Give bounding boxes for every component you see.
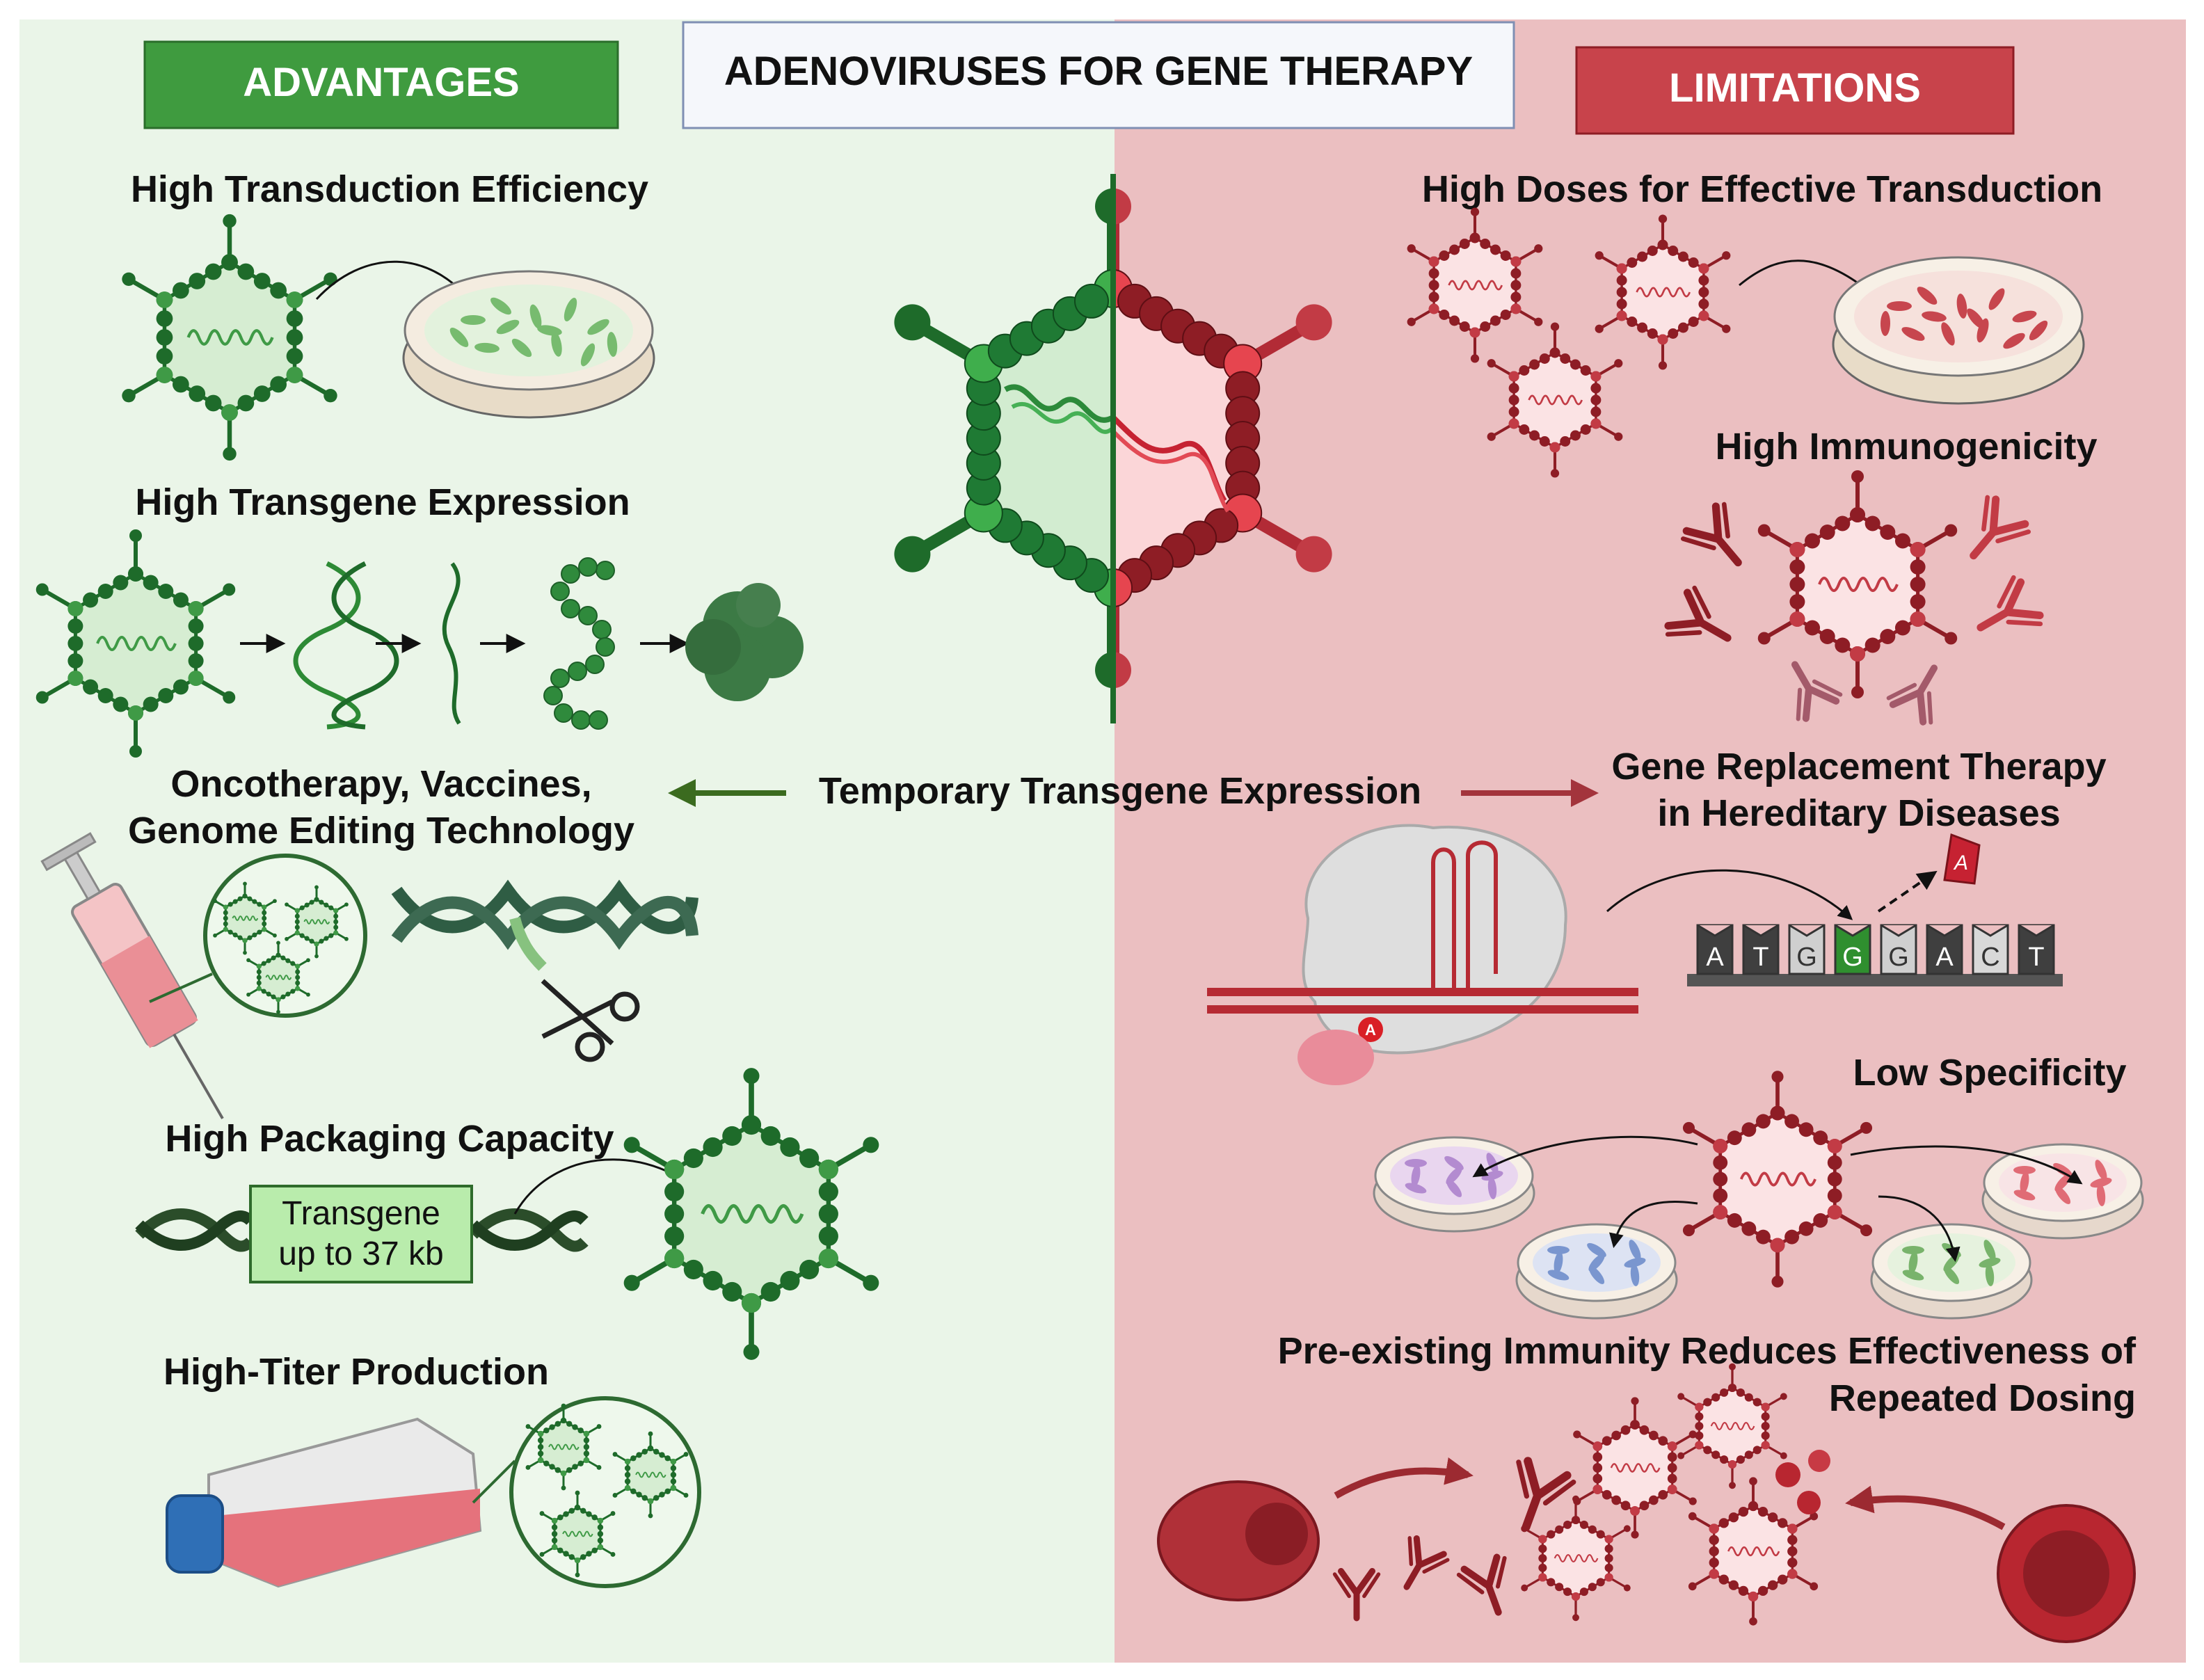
petri-dish-icon — [1832, 256, 2085, 405]
high-titer-label: High-Titer Production — [163, 1351, 549, 1393]
transduction-efficiency-label: High Transduction Efficiency — [131, 168, 648, 210]
gene-replacement-label-line1: Gene Replacement Therapy — [1611, 746, 2106, 787]
preexisting-immunity-label-line1: Pre-existing Immunity Reduces Effectiven… — [1278, 1330, 2137, 1372]
sequence-base: T — [2028, 943, 2044, 972]
preexisting-immunity-label-line2: Repeated Dosing — [1829, 1377, 2136, 1419]
antibody-icon — [1332, 1457, 1576, 1622]
magnified-viruses-icon — [149, 854, 367, 1018]
dna-helix-icon — [293, 561, 399, 730]
advantages-header: ADVANTAGES — [243, 60, 519, 105]
advantages-badge: ADVANTAGES — [143, 40, 619, 129]
page-title: ADENOVIRUSES FOR GENE THERAPY — [724, 49, 1473, 94]
antibody-icon — [1664, 495, 2044, 726]
syringe-icon — [40, 832, 224, 1119]
expression-pipeline — [240, 557, 804, 730]
adenovirus-icon — [1521, 1363, 1819, 1626]
protein-icon — [685, 583, 804, 701]
transgene-expression-label: High Transgene Expression — [135, 481, 630, 523]
cas-complex-icon: A — [1207, 824, 1638, 1085]
rna-marker-letter: A — [1365, 1021, 1376, 1039]
transgene-box-line1: Transgene — [282, 1195, 440, 1232]
packaging-capacity-label: High Packaging Capacity — [165, 1118, 614, 1160]
amino-acid-chain-icon — [543, 557, 615, 730]
adenovirus-icon — [1407, 207, 1731, 478]
high-doses-label: High Doses for Effective Transduction — [1422, 168, 2102, 210]
low-specificity-label: Low Specificity — [1853, 1052, 2126, 1094]
culture-flask-icon — [166, 1417, 482, 1588]
title-box: ADENOVIRUSES FOR GENE THERAPY — [682, 21, 1515, 129]
scissors-icon — [541, 979, 640, 1062]
temporary-expression-label: Temporary Transgene Expression — [819, 770, 1421, 812]
petri-dish-icon — [402, 270, 655, 419]
magnified-titer-viruses-icon — [472, 1396, 701, 1588]
immunogenicity-label: High Immunogenicity — [1715, 426, 2097, 467]
gene-replacement-label-line2: in Hereditary Diseases — [1657, 792, 2060, 834]
petri-dishes-icon — [1373, 1136, 2144, 1320]
limitations-header: LIMITATIONS — [1669, 65, 1921, 111]
sequence-base: C — [1981, 943, 1999, 972]
sequence-base: A — [1706, 943, 1724, 972]
oncotherapy-label-line2: Genome Editing Technology — [128, 810, 634, 851]
sequence-base: T — [1752, 943, 1768, 972]
oncotherapy-label-line1: Oncotherapy, Vaccines, — [170, 763, 591, 805]
limitations-badge: LIMITATIONS — [1575, 46, 2015, 135]
sequence-base: G — [1888, 943, 1909, 972]
genome-editing-dna-icon — [391, 879, 698, 971]
mrna-icon — [442, 562, 461, 725]
transgene-box-line2: up to 37 kb — [278, 1235, 444, 1272]
transgene-dna-icon — [135, 1208, 589, 1252]
plasma-cell-icon — [1157, 1480, 1320, 1601]
b-cell-icon — [1997, 1504, 2136, 1643]
adenovirus-icon — [122, 214, 337, 461]
transgene-box: Transgene up to 37 kb — [249, 1185, 473, 1283]
adenovirus-icon — [35, 529, 236, 758]
sequence-base: G — [1796, 943, 1817, 972]
edited-base-icon: A — [1943, 833, 1981, 885]
adenovirus-icon — [1682, 1071, 1873, 1288]
adenovirus-icon — [1757, 470, 1958, 698]
central-adenovirus-icon — [894, 174, 1332, 723]
sequence-base: G — [1842, 943, 1863, 972]
sequence-base: A — [1935, 943, 1954, 972]
adenovirus-icon — [623, 1068, 879, 1360]
edited-base-letter: A — [1953, 851, 1968, 874]
cytokine-icon — [1775, 1450, 1830, 1514]
